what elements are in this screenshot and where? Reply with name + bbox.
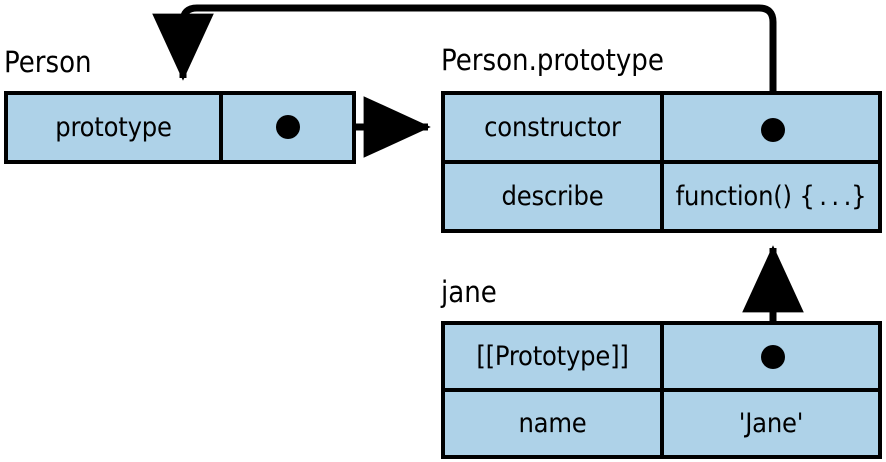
jane-name-value: 'Jane' xyxy=(738,408,804,439)
person-object-table: prototype xyxy=(4,91,356,164)
reference-dot-person-prototype xyxy=(276,115,300,139)
jane-prototype-key: [[Prototype]] xyxy=(445,325,664,388)
jane-name-key: name xyxy=(445,392,664,455)
table-row: [[Prototype]] xyxy=(445,325,878,388)
person-label: Person xyxy=(4,45,92,79)
person-prototype-label: Person.prototype xyxy=(441,43,664,77)
prototype-constructor-key: constructor xyxy=(445,95,664,160)
reference-dot-prototype-constructor xyxy=(761,118,785,142)
prototype-describe-key: describe xyxy=(445,164,664,229)
person-prototype-object-table: constructor describe function() { . . .} xyxy=(441,91,882,233)
table-row: name 'Jane' xyxy=(445,388,878,455)
jane-object-table: [[Prototype]] name 'Jane' xyxy=(441,321,882,459)
table-row: describe function() { . . .} xyxy=(445,160,878,229)
reference-dot-jane-prototype xyxy=(761,345,785,369)
table-row: constructor xyxy=(445,95,878,160)
prototype-describe-value: function() { . . .} xyxy=(675,181,867,212)
table-row: prototype xyxy=(8,95,352,160)
person-prototype-key: prototype xyxy=(8,95,223,160)
jane-label: jane xyxy=(441,275,497,309)
